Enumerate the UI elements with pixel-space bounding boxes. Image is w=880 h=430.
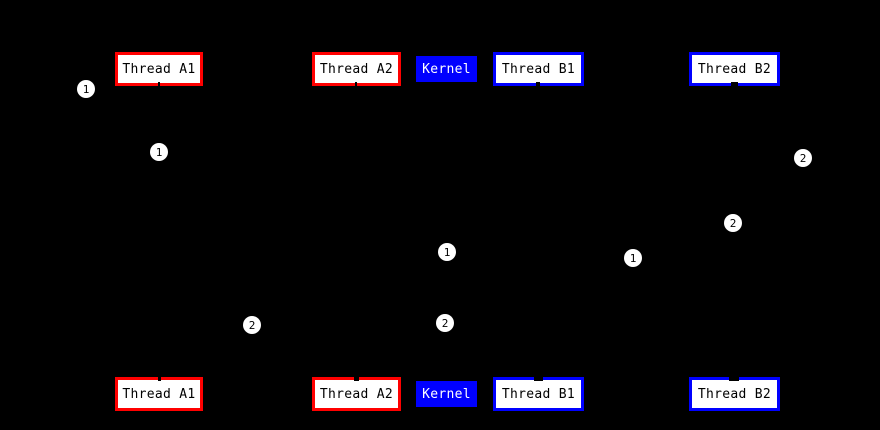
step-marker: 2 [243, 316, 261, 334]
participant-label: Kernel [422, 386, 471, 402]
step-marker: 1 [150, 143, 168, 161]
lifeline-tick [730, 82, 738, 88]
step-marker: 1 [77, 80, 95, 98]
lifeline-tick [536, 82, 540, 88]
step-marker: 2 [794, 149, 812, 167]
lifeline-tick [355, 82, 357, 88]
lifeline-tick [158, 82, 160, 88]
participant-kernel-bottom: Kernel [416, 381, 477, 407]
lifeline-tick [533, 375, 543, 381]
participant-kernel-top: Kernel [416, 56, 477, 82]
participant-label: Thread A1 [122, 386, 196, 402]
participant-thread-a1-bottom: Thread A1 [115, 377, 203, 411]
participant-thread-a2-top: Thread A2 [312, 52, 401, 86]
step-marker: 1 [624, 249, 642, 267]
participant-thread-b2-top: Thread B2 [689, 52, 780, 86]
step-marker: 1 [438, 243, 456, 261]
lifeline-tick [353, 375, 359, 381]
participant-thread-b1-bottom: Thread B1 [493, 377, 584, 411]
participant-thread-b1-top: Thread B1 [493, 52, 584, 86]
participant-label: Thread A2 [319, 386, 394, 402]
participant-label: Thread A1 [122, 61, 196, 77]
lifeline-tick [157, 375, 161, 381]
participant-thread-a1-top: Thread A1 [115, 52, 203, 86]
participant-thread-b2-bottom: Thread B2 [689, 377, 780, 411]
participant-label: Thread B1 [501, 386, 576, 402]
lifeline-tick [729, 375, 739, 381]
participant-label: Kernel [422, 61, 471, 77]
step-marker: 2 [436, 314, 454, 332]
participant-label: Thread A2 [319, 61, 394, 77]
participant-thread-a2-bottom: Thread A2 [312, 377, 401, 411]
step-marker: 2 [724, 214, 742, 232]
participant-label: Thread B2 [697, 61, 772, 77]
participant-label: Thread B1 [501, 61, 576, 77]
participant-label: Thread B2 [697, 386, 772, 402]
